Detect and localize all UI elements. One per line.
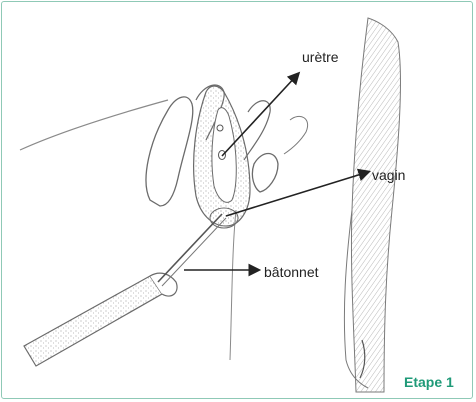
vagin-label: vagin bbox=[372, 168, 405, 182]
step-label: Etape 1 bbox=[404, 375, 454, 389]
swab-drawing bbox=[24, 214, 226, 366]
uretre-label: urètre bbox=[302, 50, 339, 64]
batonnet-label: bâtonnet bbox=[264, 265, 319, 279]
vulva-drawing bbox=[194, 86, 250, 228]
thigh-drawing bbox=[344, 18, 400, 392]
